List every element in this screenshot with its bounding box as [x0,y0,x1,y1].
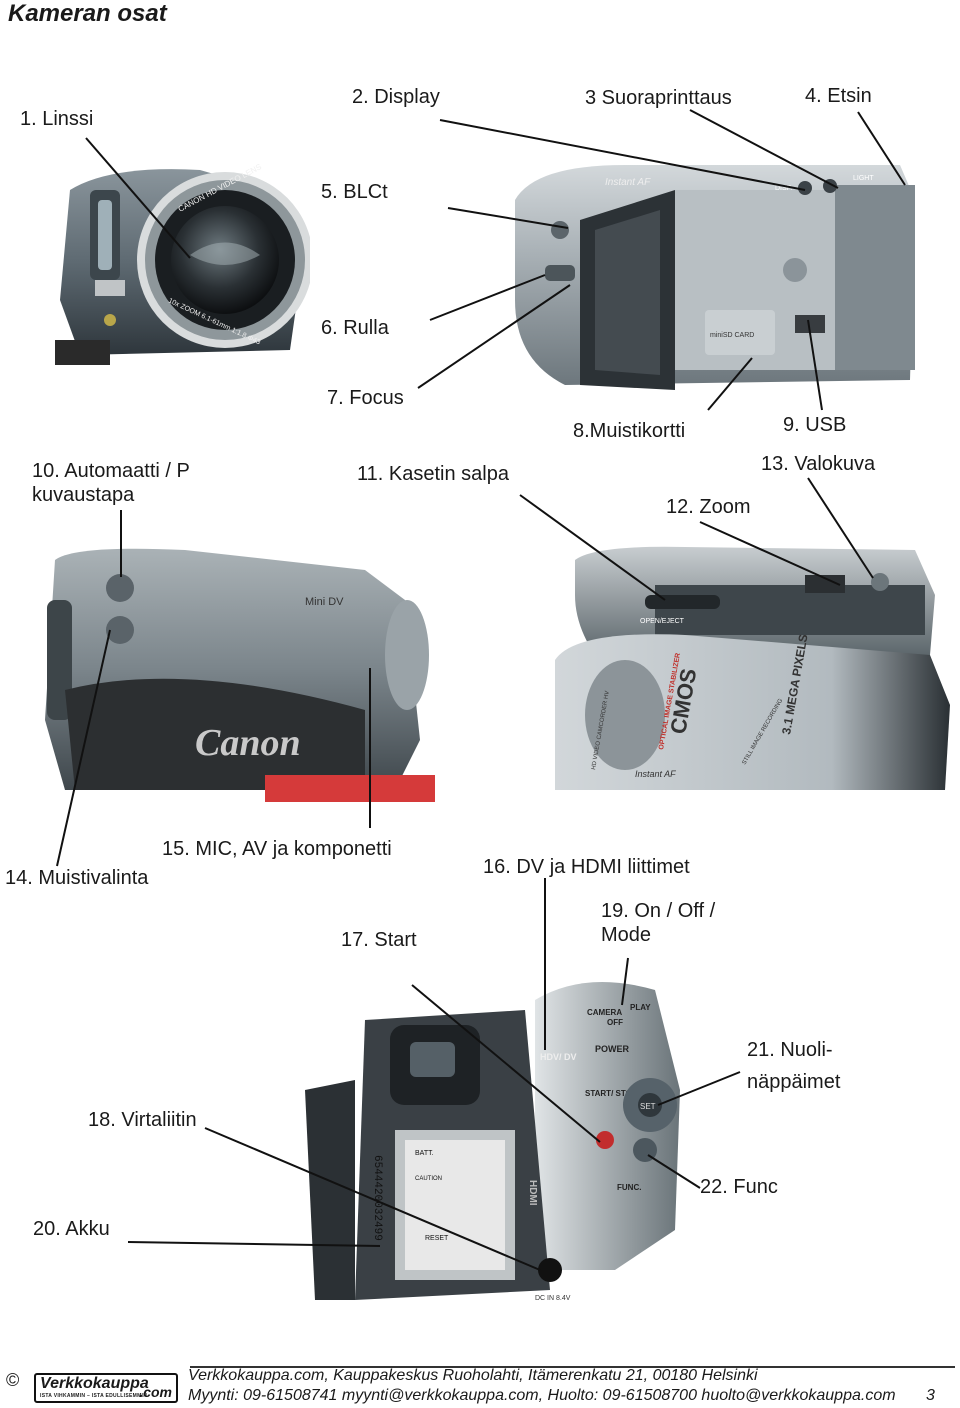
footer-address: Verkkokauppa.com, Kauppakeskus Ruoholaht… [188,1367,758,1384]
label-zoom: 12. Zoom [666,496,751,518]
leader-line-kasetin-salpa [519,494,666,601]
leader-line-akku [127,1241,381,1247]
label-nuolinappaimet: 21. Nuoli- näppäimet [747,1039,841,1093]
copyright-symbol: © [6,1370,20,1390]
logo-com-text: .com [139,1384,172,1400]
minisd-text: miniSD CARD [710,332,754,339]
camera-side-display-photo: Instant AF DISP. LIGHT miniSD CARD [515,165,915,390]
label-kasetin-salpa: 11. Kasetin salpa [357,463,509,485]
caution-text: CAUTION [415,1176,442,1182]
leader-line-valokuva [807,477,874,579]
off-text: OFF [607,1018,623,1027]
camera-back-photo: 6544420032499 BATT. CAUTION RESET DC IN … [305,982,680,1302]
label-mic: 15. MIC, AV ja komponetti [162,838,392,860]
logo-tagline: ISTA VIHKAMMIN – ISTA EDULLISEMMIN [40,1393,148,1399]
page-title: Kameran osat [8,0,167,27]
leader-line-rulla [429,274,546,321]
label-linssi: 1. Linssi [20,108,94,130]
leader-line-focus [417,284,571,389]
label-valokuva: 13. Valokuva [761,453,876,475]
open-eject-text: OPEN/EJECT [640,618,685,625]
leader-line-virtaliitin [204,1127,541,1271]
label-dv-hdmi: 16. DV ja HDMI liittimet [483,856,690,878]
leader-line-start [411,984,601,1143]
label-rulla: 6. Rulla [321,317,389,339]
mini-dv-text: Mini DV [305,596,344,608]
leader-line-on-off [621,957,629,1006]
label-blct: 5. BLCt [321,181,388,203]
label-automaatti: 10. Automaatti / P kuvaustapa [32,460,190,506]
func-text: FUNC. [617,1183,641,1192]
footer-contacts: Myynti: 09-61508741 myynti@verkkokauppa.… [188,1387,896,1404]
label-virtaliitin: 18. Virtaliitin [88,1109,197,1131]
barcode-text: 6544420032499 [371,1155,383,1241]
page-number: 3 [926,1387,935,1404]
label-etsin: 4. Etsin [805,85,872,107]
label-suoraprinttaus: 3 Suoraprinttaus [585,87,732,109]
label-akku: 20. Akku [33,1218,110,1240]
reset-text: RESET [425,1235,449,1242]
logo-main-text: Verkkokauppa [40,1375,149,1392]
disp-text: DISP. [775,185,792,192]
leader-line-muistivalinta [56,629,111,867]
hdv-dv-text: HDV/ DV [540,1052,577,1062]
leader-line-display [439,119,806,191]
power-text: POWER [595,1044,630,1054]
camera-front-photo: CANON HD VIDEO LENS 10x ZOOM 6.1-61mm 1:… [55,162,310,365]
label-focus: 7. Focus [327,387,404,409]
label-start: 17. Start [341,929,417,951]
label-func: 22. Func [700,1176,778,1198]
leader-line-func [647,1154,701,1189]
leader-line-zoom [699,521,841,586]
camera-top-photo: OPEN/EJECT CMOS OPTICAL IMAGE STABILIZER… [555,546,950,790]
label-on-off: 19. On / Off / Mode [601,900,716,946]
start-stop-text: START/ STOP [585,1089,638,1098]
brand-text: Canon [195,722,301,764]
leader-line-suoraprinttaus [689,109,839,189]
leader-line-etsin [857,111,906,186]
camera-mode-text: CAMERA [587,1008,622,1017]
label-display: 2. Display [352,86,440,108]
batt-text: BATT. [415,1150,434,1157]
footer-rule [190,1366,955,1368]
leader-line-nuolinappaimet [657,1071,741,1106]
camera-grip-photo: Canon Mini DV [45,548,435,802]
hdmi-text: HDMI [527,1180,538,1206]
dc-in-text: DC IN 8.4V [535,1295,571,1302]
verkkokauppa-logo: Verkkokauppa .com ISTA VIHKAMMIN – ISTA … [34,1373,178,1403]
label-usb: 9. USB [783,414,847,436]
leader-line-usb [807,319,823,411]
set-text: SET [640,1102,656,1111]
leader-line-linssi [85,137,191,259]
leader-line-muistikortti [707,357,753,411]
label-muistivalinta: 14. Muistivalinta [5,867,149,889]
leader-line-blct [447,207,569,229]
instant-af-bottom-text: Instant AF [635,769,676,779]
label-muistikortti: 8.Muistikortti [573,420,686,442]
play-text: PLAY [630,1003,651,1012]
instant-af-text: Instant AF [605,177,651,188]
light-text: LIGHT [853,175,874,182]
